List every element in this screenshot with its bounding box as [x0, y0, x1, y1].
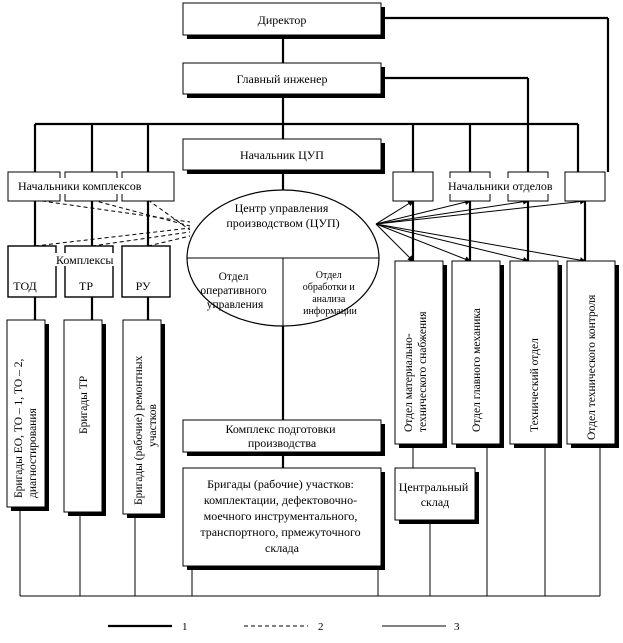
brigade-eo-label: Бригады ЕО, ТО – 1, ТО – 2, диагностиров… — [13, 356, 39, 498]
brigades-columns: Бригады ЕО, ТО – 1, ТО – 2, диагностиров… — [6, 319, 165, 518]
departments-columns: Отдел материально- технического снабжени… — [394, 260, 619, 448]
thick-links — [33, 16, 610, 468]
complex-heads-label: Начальники комплексов — [18, 179, 142, 193]
ru-label: РУ — [136, 279, 151, 293]
legend: 1 2 3 — [108, 621, 460, 633]
info-dept-label: Отдел обработки и анализа информации — [303, 270, 358, 317]
tod-label: ТОД — [13, 279, 36, 293]
site-brigades-box: Бригады (рабочие) участков: комплектации… — [182, 467, 385, 570]
legend-item-2: 2 — [318, 621, 324, 633]
tr-label: ТР — [79, 279, 93, 293]
director-box: Директор — [182, 2, 385, 39]
dept-mech-label: Отдел главного механика — [471, 308, 483, 432]
director-label: Директор — [258, 13, 307, 27]
dept-heads: Начальники отделов — [392, 171, 606, 202]
head-cup-label: Начальник ЦУП — [240, 148, 324, 162]
dashed-links — [34, 199, 191, 247]
head-cup-box: Начальник ЦУП — [182, 138, 385, 174]
complex-sections: Комплексы ТОД ТР РУ — [7, 245, 171, 298]
chief-engineer-label: Главный инженер — [237, 72, 328, 86]
cup-label: Центр управления производством (ЦУП) — [226, 201, 339, 230]
brigade-tr-label: Бригады ТР — [78, 376, 90, 434]
prep-complex-label: Комплекс подготовки производства — [225, 422, 338, 450]
chief-engineer-box: Главный инженер — [182, 62, 385, 98]
central-store-label: Центральный склад — [399, 480, 472, 509]
prep-complex-box: Комплекс подготовки производства — [182, 419, 385, 456]
dept-heads-label: Начальники отделов — [448, 179, 553, 193]
brigade-ru-label: Бригады (рабочие) ремонтных участков — [133, 353, 159, 505]
legend-item-1: 1 — [182, 621, 188, 633]
dept-qc-label: Отдел технического контроля — [586, 294, 598, 440]
thin-links — [19, 444, 601, 597]
complexes-label: Комплексы — [56, 253, 113, 267]
arrow-links — [375, 198, 586, 264]
complex-heads: Начальники комплексов — [7, 171, 175, 202]
ops-dept-label: Отдел оперативного управления — [200, 271, 269, 311]
cup-circle: Центр управления производством (ЦУП) Отд… — [186, 189, 380, 327]
dept-tech-label: Технический отдел — [529, 338, 541, 432]
dept-mts-label: Отдел материально- технического снабжени… — [403, 311, 429, 432]
legend-item-3: 3 — [454, 621, 460, 633]
central-store-box: Центральный склад — [394, 467, 479, 524]
site-brigades-label: Бригады (рабочие) участков: комплектации… — [200, 477, 363, 555]
